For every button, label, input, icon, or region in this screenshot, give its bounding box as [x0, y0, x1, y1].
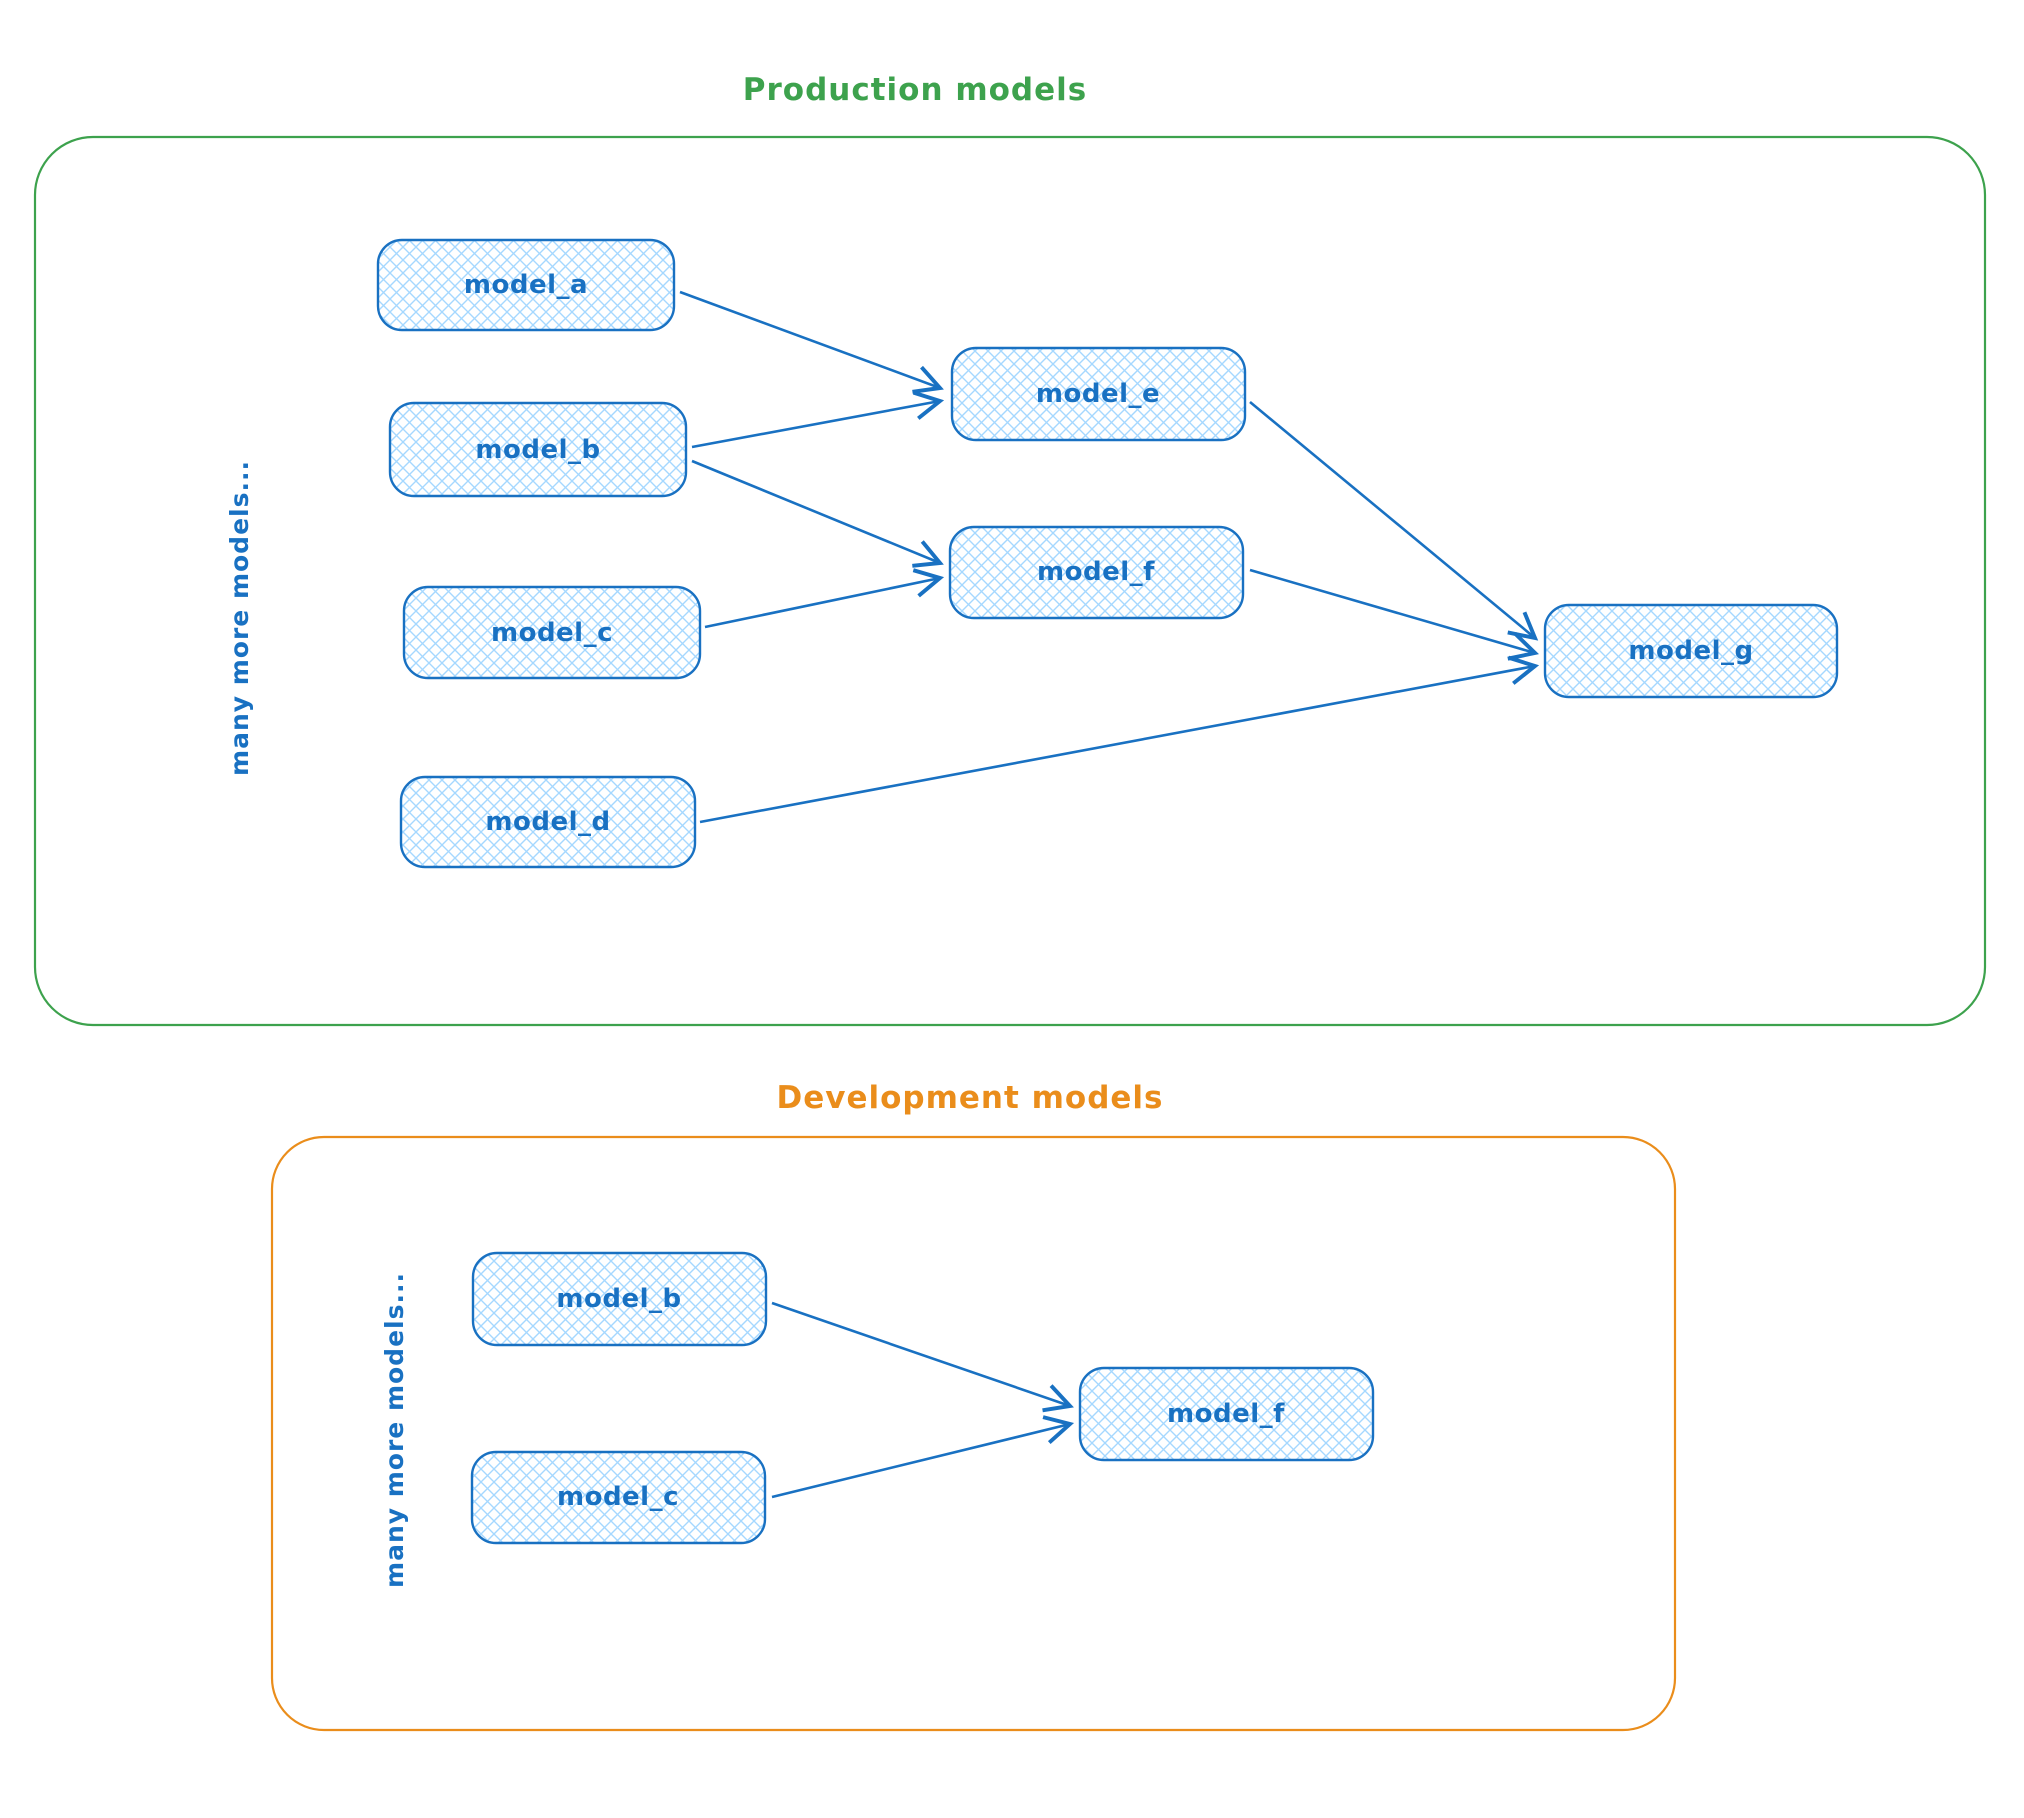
node-label: model_a — [464, 270, 588, 300]
node-box — [470, 1450, 767, 1545]
production-container[interactable] — [33, 135, 1987, 1027]
development-container[interactable] — [270, 1135, 1677, 1732]
node-production-model-e[interactable]: model_e — [950, 346, 1247, 442]
arrow-model-d-to-model-g[interactable] — [699, 655, 1540, 824]
node-production-model-b[interactable]: model_b — [388, 401, 688, 498]
node-label: model_f — [1167, 1399, 1285, 1429]
node-production-model-g[interactable]: model_g — [1543, 603, 1839, 699]
node-label: model_c — [557, 1482, 679, 1512]
node-box — [471, 1251, 768, 1347]
development-edges — [771, 1301, 1075, 1499]
node-development-model-f[interactable]: model_f — [1078, 1366, 1375, 1462]
development-section: Development models many more models... m… — [270, 1080, 1677, 1732]
node-box — [376, 238, 676, 332]
node-production-model-a[interactable]: model_a — [376, 238, 676, 332]
node-production-model-c[interactable]: model_c — [402, 585, 702, 680]
arrow-model-c-to-model-f[interactable] — [704, 568, 945, 629]
development-side-label[interactable]: many more models... — [380, 1272, 409, 1588]
node-box — [388, 401, 688, 498]
arrow-model-b-to-model-e[interactable] — [691, 390, 945, 449]
node-label: model_d — [485, 807, 610, 837]
node-label: model_b — [556, 1284, 681, 1314]
node-box — [1078, 1366, 1375, 1462]
node-development-model-c[interactable]: model_c — [470, 1450, 767, 1545]
development-title[interactable]: Development models — [776, 1080, 1163, 1116]
node-box — [1543, 603, 1839, 699]
node-label: model_c — [491, 618, 613, 648]
production-section: Production models many more models... mo… — [33, 72, 1987, 1027]
production-side-label[interactable]: many more models... — [225, 460, 254, 776]
arrow-model-e-to-model-g[interactable] — [1249, 400, 1539, 641]
node-development-model-b[interactable]: model_b — [471, 1251, 768, 1347]
node-box — [402, 585, 702, 680]
node-box — [399, 775, 697, 869]
arrow-model-a-to-model-e[interactable] — [679, 290, 944, 394]
production-edges — [679, 290, 1540, 824]
node-box — [950, 346, 1247, 442]
arrow-model-b-to-model-f[interactable] — [691, 459, 944, 568]
arrow-dev-model-b-to-model-f[interactable] — [771, 1301, 1074, 1413]
node-label: model_f — [1037, 557, 1155, 587]
arrow-dev-model-c-to-model-f[interactable] — [771, 1415, 1075, 1499]
node-label: model_e — [1036, 379, 1160, 409]
node-label: model_g — [1628, 636, 1753, 666]
node-label: model_b — [475, 435, 600, 465]
arrow-model-f-to-model-g[interactable] — [1249, 568, 1540, 661]
node-box — [948, 525, 1245, 620]
production-title[interactable]: Production models — [743, 72, 1087, 108]
node-production-model-d[interactable]: model_d — [399, 775, 697, 869]
node-production-model-f[interactable]: model_f — [948, 525, 1245, 620]
